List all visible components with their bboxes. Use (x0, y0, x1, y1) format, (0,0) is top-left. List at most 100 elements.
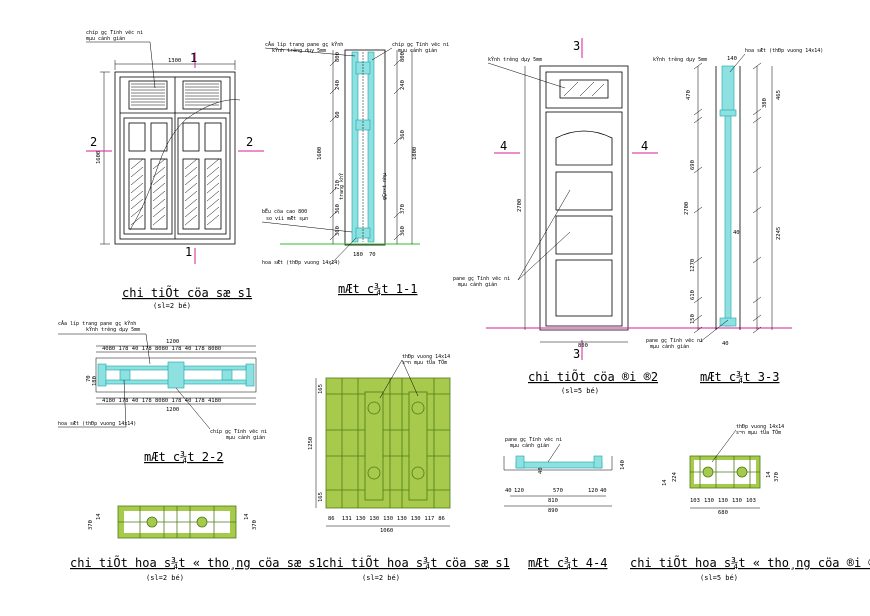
note-s11-glass: kÝnh trêng dµy 5mm (272, 47, 326, 54)
dim-s11-right: 800 (400, 52, 406, 62)
hatch-line (206, 182, 220, 194)
dim-s33-bottom: 40 (722, 341, 729, 347)
note-s33-color: mµu cánh gián (650, 343, 689, 350)
note-door-panel: pane gç Tĩnh vẽc ni (453, 276, 510, 282)
dim-s11-left: 710 (335, 180, 341, 190)
scale-grille-d2: (sl=5 bé) (700, 574, 738, 582)
dim-strip-left-2: 14 (96, 513, 102, 520)
caption-door-d2: chi tiÕt cöa ®i ®2 (528, 369, 658, 384)
hatch-line (206, 166, 220, 178)
dim-tick (752, 62, 762, 70)
dim-s33-mid: 690 (690, 160, 696, 170)
dim-s33-right-1: 380 (762, 98, 768, 108)
dim-tick (693, 206, 703, 214)
right-sash (177, 117, 227, 235)
hatch-line (130, 214, 144, 226)
hatch-line (184, 190, 198, 202)
hatch-line (206, 206, 220, 218)
note-s11-pane: cÂa líp trang pane gç kÝnh (265, 41, 343, 48)
hatch-line (152, 206, 166, 218)
dim-tick (393, 211, 401, 219)
dim-tick (393, 87, 401, 95)
dim-grille-s1-segment: 130 (356, 516, 366, 522)
dim-tick (752, 326, 762, 334)
dim-door-height: 2700 (517, 199, 523, 212)
dim-overall-width: 1300 (168, 58, 181, 64)
caption-section-4-4: mÆt c¾t 4-4 (528, 556, 607, 570)
dim-s11-bottom-1: 180 (353, 252, 363, 258)
caption-window-s1: chi tiÕt cöa sæ s1 (122, 285, 252, 300)
hatch-line (206, 214, 220, 226)
door-d2-elevation: 3 3 4 4 2700 800 kÝnh trêng dµy 5mm pane… (453, 38, 792, 395)
dim-tick (329, 233, 337, 241)
dim-tick (693, 256, 703, 264)
dim-tick (393, 233, 401, 241)
dim-s33-right-2: 465 (776, 90, 782, 100)
dim-tick (752, 314, 762, 322)
note-s11-sill: bËu cöa cao 800 (262, 208, 307, 215)
hatch-line (184, 206, 198, 218)
dim-grille-d2-segment: 130 (732, 498, 742, 504)
section-3-3: 2700 470 690 1270 610 150 380 465 2245 4… (646, 48, 823, 384)
dim-tick (693, 166, 703, 174)
dim-strip-right: 14 (244, 513, 250, 520)
hatch-line (152, 166, 166, 178)
note-s22-color: mµu cánh gián (226, 434, 265, 441)
hatch-line (130, 158, 144, 170)
transom-glass (559, 79, 609, 99)
dim-grille-s1-segment: 131 (342, 516, 352, 522)
dim-s44-inner: 810 (548, 498, 558, 504)
dim-tick (693, 62, 703, 70)
dim-s11-bottom-2: 70 (369, 252, 376, 258)
dim-s44-row-3: 570 (553, 488, 563, 494)
dim-grille-s1-segment: 130 (397, 516, 407, 522)
note-s22-pane: cÂa líp trang pane gç kÝnh (58, 320, 136, 327)
door-leaf (545, 111, 623, 327)
dim-s33-total: 2700 (684, 202, 690, 215)
section-4-4: 40 120 570 120 40 810 890 140 40 pane gç… (503, 437, 626, 570)
hatch-line (184, 174, 198, 186)
dim-s44-total: 890 (548, 508, 558, 514)
note-grille-d2-paint: s¬n mµu tÜa TÕm (736, 429, 781, 436)
section-mark-2-right: 2 (246, 135, 253, 149)
dim-tick (393, 137, 401, 145)
dim-s11-total-left: 1600 (317, 147, 323, 160)
note-grille-s1-paint: s¬n mµu tÜa TÕm (402, 359, 447, 366)
note-door-glass: kÝnh trêng dµy 5mm (488, 56, 542, 63)
hatch-line (130, 174, 144, 186)
dim-grille-s1-top: 165 (318, 384, 324, 394)
dim-s11-left: 360 (335, 204, 341, 214)
dim-grille-d2-right: 14 (766, 471, 772, 478)
dim-s22-bottom-total: 1200 (166, 407, 179, 413)
dim-grille-s1-segment: 117 (424, 516, 434, 522)
note-door-color: mµu cánh gián (458, 281, 497, 288)
hatch-line (152, 190, 166, 202)
caption-section-3-3: mÆt c¾t 3-3 (700, 370, 779, 384)
louver-panel (128, 80, 168, 110)
hatch-line (206, 174, 220, 186)
dim-s11-right: 360 (400, 130, 406, 140)
door-panel (555, 259, 613, 317)
arched-panel (555, 130, 613, 166)
dim-grille-d2-width: 680 (718, 510, 728, 516)
dim-s22-left-1: 70 (86, 375, 92, 382)
hatch-line (152, 214, 166, 226)
dim-tick (693, 116, 703, 124)
hatch-line (184, 198, 198, 210)
note-s11-grille: hoa sÆt (thÐp vuong 14x14) (262, 260, 340, 266)
caption-grille-d2: chi tiÕt hoa s¾t « tho¸ng cöa ®i ®2 (630, 555, 870, 570)
section-mark-4-left: 4 (500, 139, 507, 153)
note-s33-grille: hoa sÆt (thÐp vuong 14x14) (745, 48, 823, 54)
hatch-line (152, 174, 166, 186)
dim-tick (752, 256, 762, 264)
dim-grille-d2-left-2: 224 (672, 471, 678, 482)
dim-tick (693, 326, 703, 334)
scale-window-s1: (sl=2 bé) (153, 302, 191, 310)
dim-tick (693, 296, 703, 304)
dim-s33-low: 1270 (690, 259, 696, 272)
note-s44-color: mµu cánh gián (510, 442, 549, 449)
dim-s11-left: 360 (335, 226, 341, 236)
